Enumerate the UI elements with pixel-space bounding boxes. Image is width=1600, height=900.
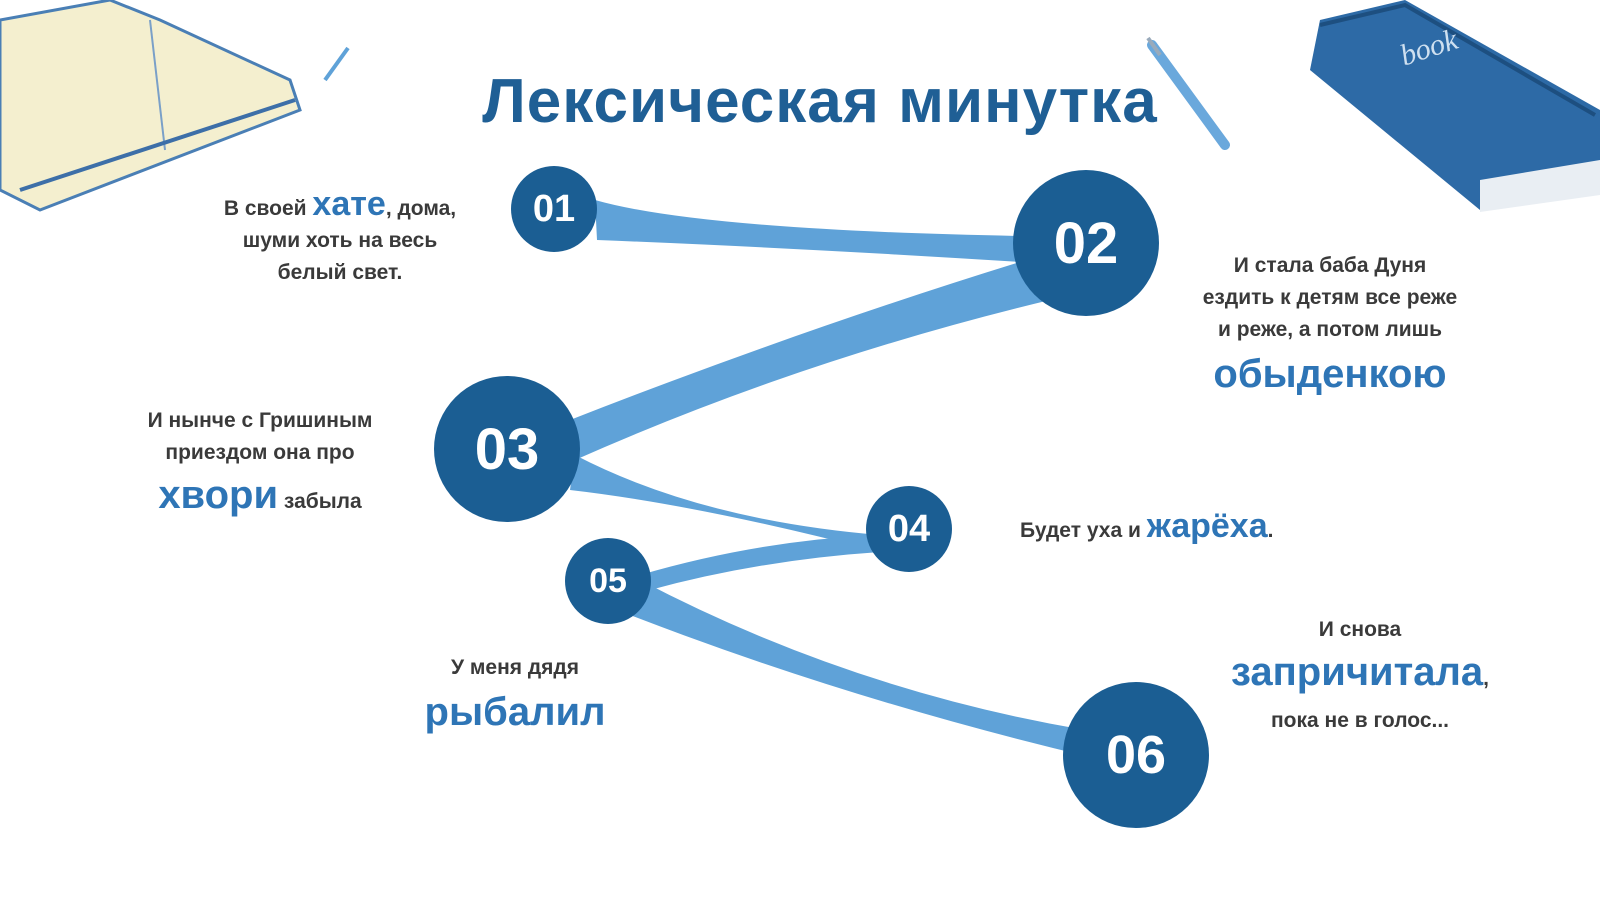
item-06-text: И снова запричитала, пока не в голос...: [1210, 614, 1510, 737]
item-06-keyword: запричитала: [1231, 650, 1484, 694]
item-01-line3: белый свет.: [277, 261, 403, 284]
open-book-illustration: [0, 0, 350, 212]
circle-03: 03: [434, 376, 580, 522]
circle-04: 04: [866, 486, 952, 572]
item-01-line2: шуми хоть на весь: [242, 229, 438, 252]
closed-book-illustration: book: [1310, 0, 1600, 212]
circle-01: 01: [511, 166, 597, 252]
item-05-keyword: рыбалил: [424, 690, 606, 734]
item-04-post: .: [1267, 519, 1274, 542]
page-title: Лексическая минутка: [482, 67, 1158, 136]
circle-02: 02: [1013, 170, 1159, 316]
item-02-line1: И стала баба Дуня: [1233, 254, 1427, 277]
circle-05: 05: [565, 538, 651, 624]
circle-06: 06: [1063, 682, 1209, 828]
item-03-line2: приездом она про: [165, 441, 355, 464]
item-05-line1: У меня дядя: [450, 656, 580, 679]
item-03-keyword: хвори: [158, 473, 279, 517]
item-02-text: И стала баба Дуня ездить к детям все реж…: [1165, 250, 1495, 402]
item-02-line2: ездить к детям все реже: [1202, 286, 1458, 309]
item-06-line3: пока не в голос...: [1270, 709, 1450, 732]
item-03-line1: И нынче с Гришиным: [147, 409, 373, 432]
item-05-text: У меня дядя рыбалил: [395, 652, 635, 740]
item-06-post: ,: [1483, 667, 1489, 690]
pen-illustration: [1146, 36, 1230, 150]
item-06-line1: И снова: [1318, 618, 1402, 641]
item-04-pre: Будет уха и: [1020, 519, 1147, 542]
item-04-keyword: жарёха: [1146, 507, 1268, 545]
item-01-post: , дома,: [385, 197, 457, 220]
item-02-keyword: обыденкою: [1213, 352, 1447, 396]
item-01-text: В своей хате, дома, шуми хоть на весь бе…: [180, 185, 500, 289]
ribbon-01-02: [595, 200, 1020, 262]
item-02-line3: и реже, а потом лишь: [1217, 318, 1443, 341]
item-01-keyword: хате: [312, 185, 386, 223]
item-04-text: Будет уха и жарёха.: [1020, 507, 1360, 547]
ribbon-04-05: [640, 535, 880, 590]
connector-ribbons: [570, 200, 1090, 757]
ribbon-02-03: [570, 262, 1050, 460]
ribbon-03-04: [570, 455, 880, 552]
item-03-post: забыла: [278, 490, 362, 513]
item-01-pre: В своей: [223, 197, 313, 220]
item-03-text: И нынче с Гришиным приездом она про хвор…: [120, 405, 400, 528]
ribbon-05-06: [630, 580, 1090, 757]
